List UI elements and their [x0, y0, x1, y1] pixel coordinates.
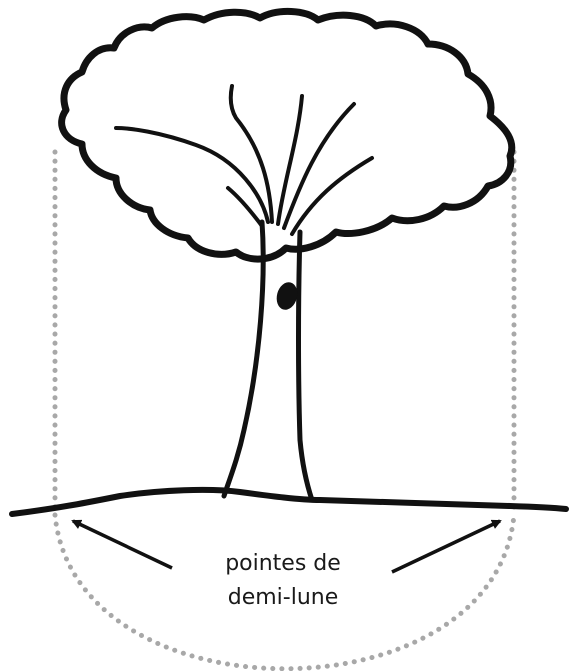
annotation-line-2: demi-lune: [228, 585, 339, 610]
tree-crown: [58, 7, 516, 263]
dotted-half-moon-curve: [52, 512, 517, 671]
half-moon-dotted-outline: [52, 149, 517, 671]
ground-line: [9, 486, 569, 517]
tree-trunk: [221, 219, 315, 503]
right-arrow: [391, 519, 502, 574]
trunk-knot-hole: [276, 282, 298, 310]
annotation-line-1: pointes de: [225, 551, 341, 576]
left-arrow: [71, 519, 173, 570]
tree-branches: [114, 84, 374, 236]
